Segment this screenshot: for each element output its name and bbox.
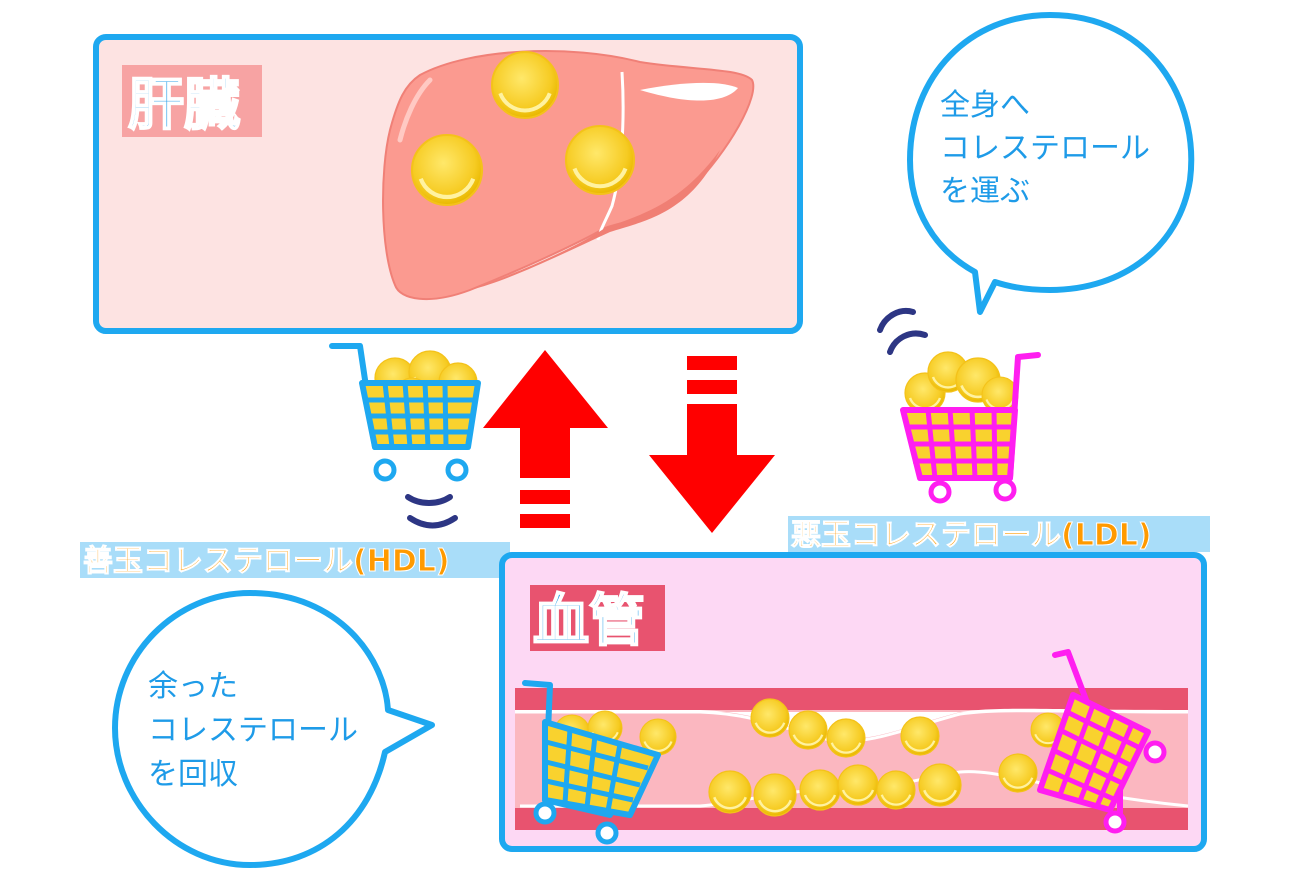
- cholesterol-ball: [412, 135, 482, 205]
- bubble-top-line-2: コレステロール: [940, 131, 1150, 166]
- ldl-cart-in-vessel-icon: [1037, 649, 1167, 834]
- ldl-cart-icon: [877, 308, 1041, 504]
- vessel-box: 血管: [499, 552, 1207, 852]
- hdl-cart-icon: [329, 343, 481, 529]
- arrow-down: [649, 356, 775, 533]
- bubble-top-line-3: を運ぶ: [940, 174, 1030, 209]
- speech-bubble-top: 全身へ コレステロール を運ぶ: [907, 12, 1195, 315]
- bubble-bottom-line-2: コレステロール: [148, 713, 358, 748]
- speech-bubble-bottom: 余った コレステロール を回収: [112, 590, 435, 868]
- vessel-title: 血管: [533, 589, 645, 654]
- bubble-bottom-line-3: を回収: [148, 757, 238, 792]
- liver-title-bg: [122, 65, 262, 137]
- liver-box: 肝臓: [93, 34, 803, 334]
- liver-title: 肝臓: [128, 73, 240, 138]
- bubble-top-line-1: 全身へ: [940, 88, 1030, 123]
- vessel-title-bg: [530, 585, 665, 651]
- liver-organ-illustration: [382, 50, 755, 301]
- cholesterol-ball: [490, 50, 560, 120]
- arrow-up: [483, 350, 608, 528]
- cholesterol-ball: [566, 126, 634, 194]
- hdl-label-text: 善玉コレステロール(HDL): [83, 544, 450, 579]
- bubble-bottom-line-1: 余った: [148, 669, 238, 704]
- hdl-cart-in-vessel-icon: [522, 680, 661, 845]
- hdl-label: 善玉コレステロール(HDL): [80, 542, 510, 580]
- ldl-label-text: 悪玉コレステロール(LDL): [791, 518, 1152, 553]
- ldl-label: 悪玉コレステロール(LDL): [788, 516, 1210, 554]
